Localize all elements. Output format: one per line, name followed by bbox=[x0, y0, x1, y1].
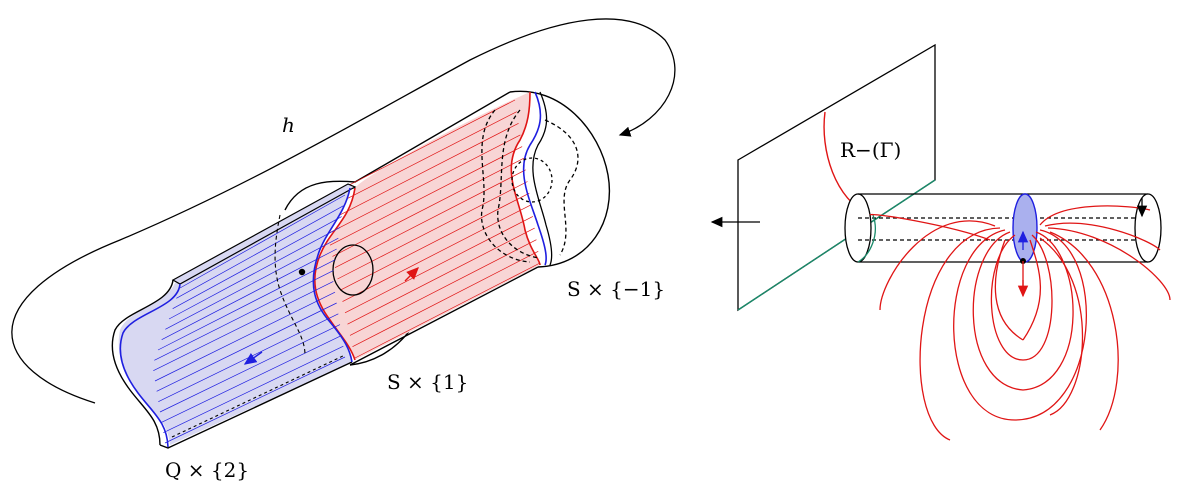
blue-hatch-line bbox=[161, 248, 337, 340]
back-end-curves bbox=[332, 91, 579, 296]
boundary-plane bbox=[737, 43, 936, 312]
blue-hatch-line bbox=[165, 237, 339, 330]
blue-hatch-line bbox=[157, 259, 336, 351]
label-r-gamma: R−(Γ) bbox=[840, 138, 901, 162]
label-q-2: Q × {2} bbox=[165, 458, 249, 482]
blue-hatch-line bbox=[154, 291, 336, 382]
red-field-lines bbox=[869, 205, 1171, 441]
red-hatch-line bbox=[354, 262, 541, 359]
red-hatch-line bbox=[352, 251, 539, 348]
red-hatch-line bbox=[324, 122, 519, 223]
blue-hatch-line bbox=[163, 345, 344, 433]
red-hatch-line bbox=[329, 146, 523, 246]
red-hatch-line bbox=[327, 134, 521, 235]
blue-hatch-line bbox=[159, 324, 341, 413]
blue-hatch-line bbox=[164, 356, 346, 444]
red-hatch-line bbox=[349, 239, 537, 336]
label-s-minus-1: S × {−1} bbox=[567, 277, 665, 301]
label-h: h bbox=[282, 113, 295, 137]
red-hatch-line bbox=[347, 227, 535, 325]
red-hatch-line bbox=[342, 204, 532, 302]
blue-hatch-line bbox=[172, 216, 342, 309]
plane-teal-edge bbox=[737, 179, 936, 311]
monodromy-loop-h bbox=[11, 18, 676, 404]
red-hatch-line bbox=[339, 192, 530, 291]
left-figure bbox=[11, 18, 676, 449]
red-hatch-line bbox=[319, 99, 516, 201]
blue-hatch-line bbox=[168, 227, 341, 320]
red-sheet bbox=[314, 91, 541, 361]
fixed-point-dot bbox=[298, 268, 306, 276]
label-s-1: S × {1} bbox=[387, 370, 468, 394]
blue-sheet bbox=[111, 183, 357, 449]
blue-hatch-line bbox=[154, 270, 334, 361]
blue-hatch-line bbox=[156, 302, 337, 392]
red-hatch-line bbox=[337, 181, 528, 280]
blue-hatch-line bbox=[179, 194, 346, 289]
red-hatch-line bbox=[332, 157, 525, 257]
blue-hatch-line bbox=[153, 281, 334, 371]
blue-hatch-line bbox=[161, 335, 342, 423]
tube-teal-seam bbox=[857, 214, 876, 263]
blue-hatch-line bbox=[176, 205, 344, 299]
right-figure bbox=[710, 43, 1171, 441]
